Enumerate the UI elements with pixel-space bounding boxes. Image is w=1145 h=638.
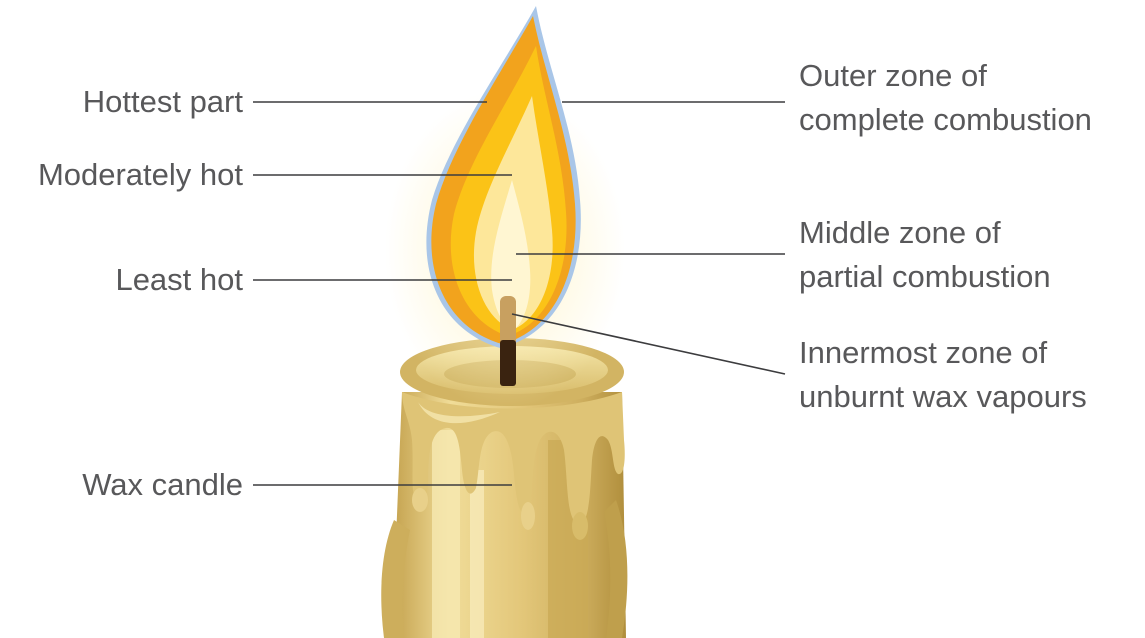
flame-illustration (385, 6, 625, 410)
candle-highlight (470, 470, 484, 638)
label-middle-zone-line1: Middle zone of (799, 215, 1001, 250)
wick-lit (500, 296, 516, 346)
label-inner-zone-line1: Innermost zone of (799, 335, 1048, 370)
right-labels: Outer zone of complete combustion Middle… (799, 58, 1092, 414)
label-outer-zone-line1: Outer zone of (799, 58, 987, 93)
label-hottest-part: Hottest part (83, 84, 244, 119)
left-labels: Hottest part Moderately hot Least hot Wa… (38, 84, 243, 502)
label-outer-zone-line2: complete combustion (799, 102, 1092, 137)
candle-highlight (432, 430, 460, 638)
wax-drip-tip (572, 512, 588, 540)
label-wax-candle: Wax candle (82, 467, 243, 502)
wick (500, 340, 516, 386)
wax-drip-tip (412, 488, 428, 512)
label-middle-zone-line2: partial combustion (799, 259, 1051, 294)
wax-drip-tip (521, 502, 535, 530)
label-least-hot: Least hot (115, 262, 243, 297)
label-inner-zone-line2: unburnt wax vapours (799, 379, 1087, 414)
label-moderately-hot: Moderately hot (38, 157, 243, 192)
